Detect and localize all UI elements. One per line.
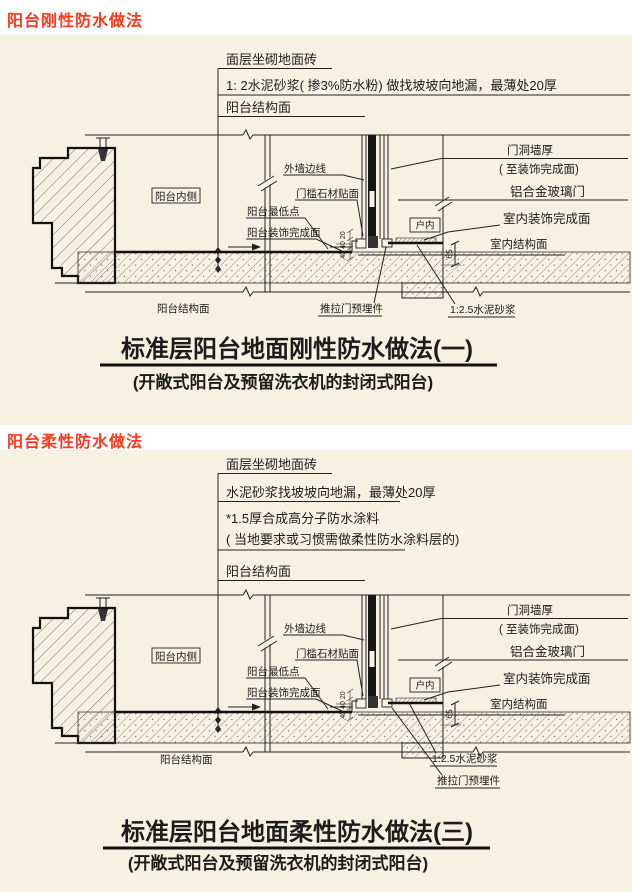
dim-65: 65 — [444, 709, 454, 719]
spec-line-3: *1.5厚合成高分子防水涂料 — [226, 511, 379, 526]
label-exterior-wall-edge: 外墙边线 — [284, 162, 326, 175]
diagram-title: 标准层阳台地面柔性防水做法(三) — [121, 818, 473, 846]
section1-heading: 阳台刚性防水做法 — [7, 13, 144, 30]
diagram-title: 标准层阳台地面刚性防水做法(一) — [121, 335, 473, 363]
label-indoor: 户内 — [415, 680, 434, 692]
label-indoor-finish-surface: 室内装饰完成面 — [503, 211, 591, 226]
label-balcony-structure-surface: 阳台结构面 — [160, 753, 213, 766]
section1-drawing-labels: 阳台内侧 外墙边线 门槛石材贴面 阳台最低点 阳台装饰完成面 户内 门洞墙厚 (… — [155, 143, 591, 318]
label-exterior-wall-edge: 外墙边线 — [284, 622, 326, 635]
section2-caption: 标准层阳台地面柔性防水做法(三) (开敞式阳台及预留洗衣机的封闭式阳台) — [103, 818, 490, 873]
label-sliding-door-embed: 推拉门预埋件 — [320, 302, 383, 315]
spec-line-1: 面层坐砌地面砖 — [226, 52, 317, 67]
section2-heading: 阳台柔性防水做法 — [7, 434, 144, 451]
label-balcony-lowest-point: 阳台最低点 — [247, 205, 300, 218]
spec-line-2: 1: 2水泥砂浆( 掺3%防水粉) 做找坡坡向地漏，最薄处20厚 — [226, 78, 557, 93]
label-aluminum-glass-door: 铝合金玻璃门 — [510, 644, 585, 659]
label-balcony-structure-surface: 阳台结构面 — [157, 302, 210, 315]
label-aluminum-glass-door: 铝合金玻璃门 — [510, 184, 585, 199]
label-mortar: 1:2.5水泥砂浆 — [432, 752, 498, 765]
label-mortar: 1:2.5水泥砂浆 — [450, 303, 516, 316]
label-door-opening-wall-thickness: 门洞墙厚 — [507, 143, 553, 157]
spec-line-2: 水泥砂浆找坡坡向地漏，最薄处20厚 — [226, 485, 435, 500]
label-sliding-door-embed: 推拉门预埋件 — [437, 774, 500, 787]
label-to-finish-surface: ( 至装饰完成面) — [499, 622, 579, 636]
label-to-finish-surface: ( 至装饰完成面) — [499, 162, 579, 176]
dim-stack: 40 40 20 — [340, 231, 347, 258]
label-balcony-finish-surface: 阳台装饰完成面 — [247, 686, 321, 699]
label-balcony-inside: 阳台内侧 — [155, 650, 197, 663]
label-threshold-stone: 门槛石材贴面 — [296, 187, 359, 200]
label-door-opening-wall-thickness: 门洞墙厚 — [507, 603, 553, 617]
label-indoor-finish-surface: 室内装饰完成面 — [503, 671, 591, 686]
section1-diagram: 面层坐砌地面砖 1: 2水泥砂浆( 掺3%防水粉) 做找坡坡向地漏，最薄处20厚… — [0, 52, 632, 392]
diagram-subtitle: (开敞式阳台及预留洗衣机的封闭式阳台) — [133, 372, 433, 392]
section2-panel: 面层坐砌地面砖 水泥砂浆找坡坡向地漏，最薄处20厚 *1.5厚合成高分子防水涂料… — [0, 450, 632, 892]
spec-line-5: 阳台结构面 — [226, 564, 291, 579]
label-indoor-structure-surface: 室内结构面 — [490, 237, 548, 251]
section1-spec-block: 面层坐砌地面砖 1: 2水泥砂浆( 掺3%防水粉) 做找坡坡向地漏，最薄处20厚… — [217, 52, 630, 135]
label-balcony-finish-surface: 阳台装饰完成面 — [247, 226, 321, 239]
label-balcony-inside: 阳台内侧 — [155, 190, 197, 203]
label-indoor-structure-surface: 室内结构面 — [490, 697, 548, 711]
dim-65: 65 — [444, 249, 454, 259]
dim-stack: 40 40 20 — [340, 691, 347, 718]
section2-spec-block: 面层坐砌地面砖 水泥砂浆找坡坡向地漏，最薄处20厚 *1.5厚合成高分子防水涂料… — [217, 457, 459, 595]
spec-line-1: 面层坐砌地面砖 — [226, 457, 317, 472]
label-balcony-lowest-point: 阳台最低点 — [247, 665, 300, 678]
label-indoor: 户内 — [415, 220, 434, 232]
diagram-subtitle: (开敞式阳台及预留洗衣机的封闭式阳台) — [128, 853, 428, 873]
spec-line-3: 阳台结构面 — [226, 100, 291, 115]
label-threshold-stone: 门槛石材贴面 — [296, 647, 359, 660]
spec-line-4: ( 当地要求或习惯需做柔性防水涂料层的) — [226, 532, 459, 547]
section2-diagram: 面层坐砌地面砖 水泥砂浆找坡坡向地漏，最薄处20厚 *1.5厚合成高分子防水涂料… — [0, 457, 632, 873]
section1-panel: 面层坐砌地面砖 1: 2水泥砂浆( 掺3%防水粉) 做找坡坡向地漏，最薄处20厚… — [0, 35, 632, 425]
section1-caption: 标准层阳台地面刚性防水做法(一) (开敞式阳台及预留洗衣机的封闭式阳台) — [100, 335, 497, 392]
section2-drawing-labels: 阳台内侧 外墙边线 门槛石材贴面 阳台最低点 阳台装饰完成面 户内 门洞墙厚 (… — [155, 603, 591, 789]
